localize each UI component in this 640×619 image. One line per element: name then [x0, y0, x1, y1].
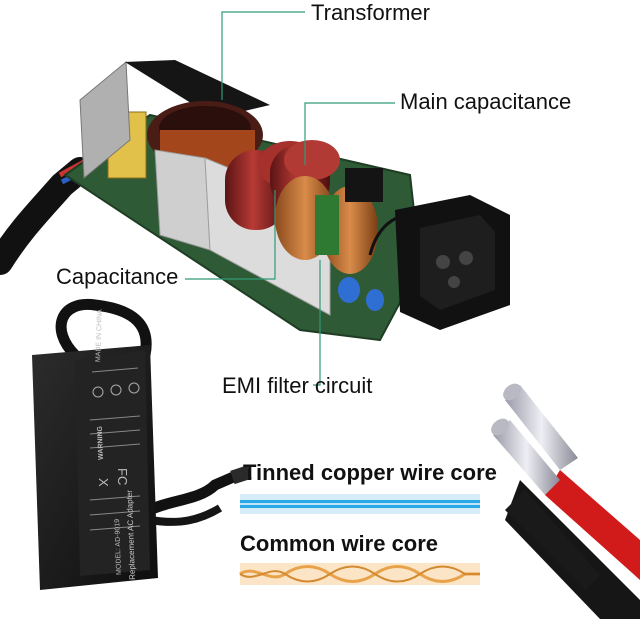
cable-cross-section: [491, 383, 640, 619]
common-wire-sample: [239, 563, 480, 585]
tinned-wire-label: Tinned copper wire core: [243, 460, 497, 485]
adapter-cord: [55, 298, 152, 359]
emi-filter-label: EMI filter circuit: [222, 373, 373, 398]
svg-text:X: X: [96, 478, 111, 487]
transformer-top: [125, 60, 270, 118]
small-capacitor: [338, 277, 360, 303]
capacitance-callout: [185, 190, 276, 280]
common-wire-label: Common wire core: [240, 531, 439, 556]
svg-text:FC: FC: [115, 468, 130, 485]
heatsink: [79, 60, 131, 180]
power-supply-board: [0, 60, 510, 342]
transformer-label: Transformer: [311, 0, 430, 25]
cert-icon: [92, 386, 104, 398]
adapter-warning-label: WARNING: [96, 425, 105, 460]
capacitance-label: Capacitance: [56, 264, 179, 289]
copper-strands-1: [493, 420, 560, 495]
shield-plate: [154, 149, 211, 251]
copper-strands-2: [505, 385, 578, 470]
main-capacitance-label: Main capacitance: [400, 89, 572, 114]
emi-callout: [313, 260, 321, 386]
tinned-wire-sample: [240, 494, 480, 514]
main-capacitance-callout: [304, 102, 395, 165]
callout-lines: [185, 11, 395, 386]
ac-adapter: X FC: [32, 298, 252, 590]
transformer-callout: [221, 11, 305, 100]
dc-cable: [0, 157, 93, 275]
